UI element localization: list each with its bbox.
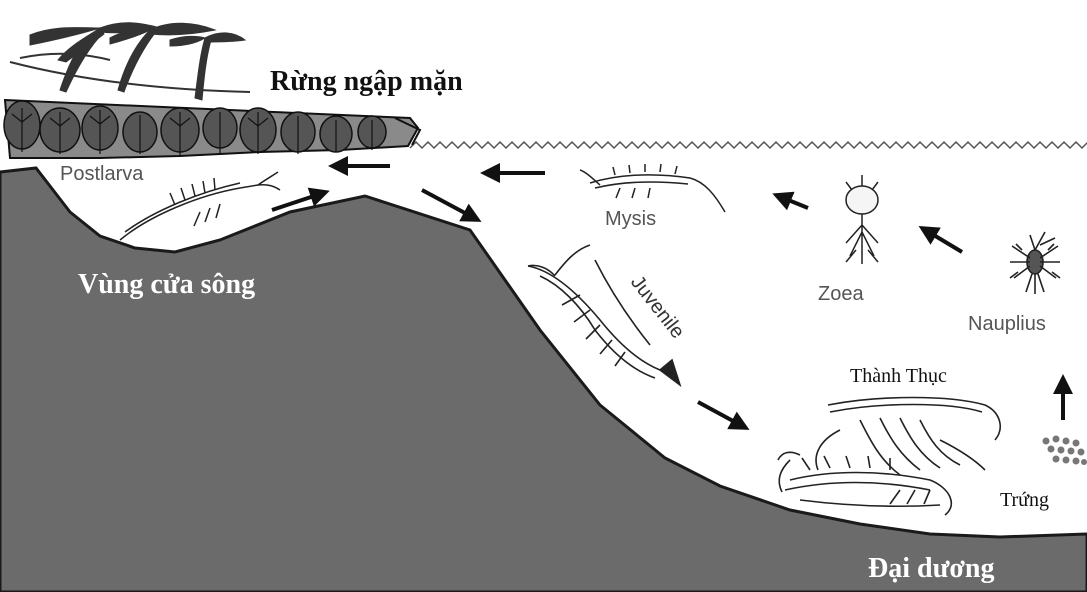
palm-tree-icon (10, 23, 250, 100)
label-juvenile: Juvenile (626, 272, 689, 343)
label-mature: Thành Thục (850, 365, 947, 387)
shrimp-icon (846, 175, 878, 264)
label-ocean: Đại dương (868, 553, 994, 584)
label-postlarva: Postlarva (60, 163, 144, 185)
label-estuary: Vùng cửa sông (78, 269, 255, 300)
label-zoea: Zoea (818, 283, 864, 305)
label-nauplius: Nauplius (968, 313, 1046, 335)
shrimp-icon (1010, 232, 1060, 294)
egg-cluster-icon (1043, 436, 1087, 466)
label-mysis: Mysis (605, 208, 656, 230)
label-eggs: Trứng (1000, 489, 1049, 511)
mangrove-tree-icon (4, 100, 420, 158)
wave-icon (410, 142, 1087, 148)
shrimp-icon (778, 398, 1000, 516)
label-mangrove-forest: Rừng ngập mặn (270, 66, 463, 97)
shrimp-icon (580, 164, 725, 212)
